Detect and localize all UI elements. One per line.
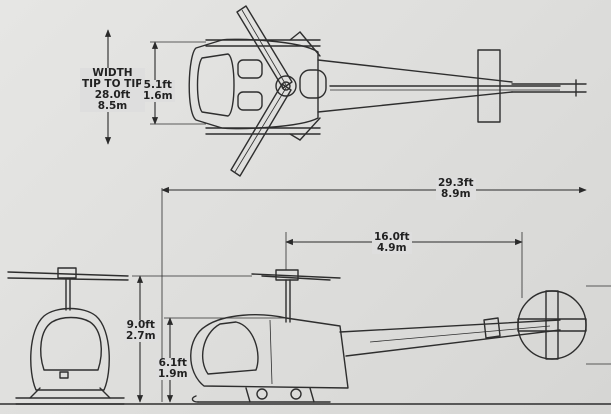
front-cabin [30,307,110,391]
overall-length-label: 29.3ft 8.9m [436,178,476,200]
top-rotor-blades [230,5,293,177]
front-view-helicopter [7,267,129,405]
overall-height-ft: 9.0ft [126,319,155,331]
cabin-height-ft: 6.1ft [158,357,187,369]
cabin-width-ft: 5.1ft [143,79,172,91]
top-view-helicopter [188,5,587,177]
cabin-width-label: 5.1ft 1.6m [141,80,175,102]
top-cabin [188,38,319,130]
side-view-helicopter [190,269,611,403]
cabin-width-m: 1.6m [143,90,173,102]
overall-height-label: 9.0ft 2.7m [124,320,158,342]
width-subtitle: TIP TO TIP [82,78,143,90]
rotor-width-ft: 28.0ft [94,89,131,101]
overall-length-m: 8.9m [440,188,471,200]
cabin-height-m: 1.9m [158,368,188,380]
tail-length-label: 16.0ft 4.9m [372,232,412,254]
rotor-width-m: 8.5m [97,100,128,112]
cabin-height-label: 6.1ft 1.9m [156,358,190,380]
width-title: WIDTH [92,67,133,79]
overall-height-m: 2.7m [126,330,156,342]
tail-length-ft: 16.0ft [374,231,410,243]
side-cabin [190,314,349,389]
overall-length-ft: 29.3ft [438,177,474,189]
tail-length-m: 4.9m [376,242,407,254]
rotor-width-label: WIDTH TIP TO TIP 28.0ft 8.5m [80,68,145,112]
